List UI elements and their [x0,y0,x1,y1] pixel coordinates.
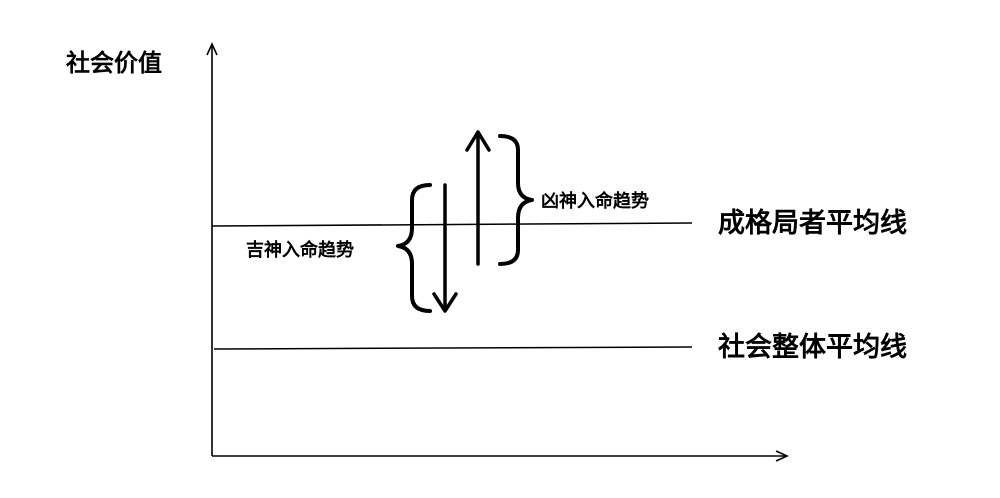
pattern-average-line [211,222,693,227]
trend-inauspicious: 凶神入命趋势 [465,130,649,266]
x-axis-arrowhead [775,450,789,462]
auspicious-brace [396,183,432,313]
auspicious-trend-label: 吉神入命趋势 [246,239,354,261]
trend-auspicious: 吉神入命趋势 [246,183,458,313]
y-axis-arrowhead [206,42,218,56]
inauspicious-brace [498,134,534,266]
inauspicious-trend-label: 凶神入命趋势 [541,190,649,212]
y-axis-label: 社会价值 [66,49,162,77]
up-arrow-icon [465,130,491,152]
reference-line-society-average: 社会整体平均线 [213,331,907,363]
down-arrow-icon [432,292,458,313]
y-axis [206,42,218,456]
pattern-average-label: 成格局者平均线 [718,208,907,239]
x-axis [212,450,789,462]
society-average-line [213,346,693,350]
society-average-label: 社会整体平均线 [718,331,907,363]
reference-line-pattern-average: 成格局者平均线 [211,208,907,239]
